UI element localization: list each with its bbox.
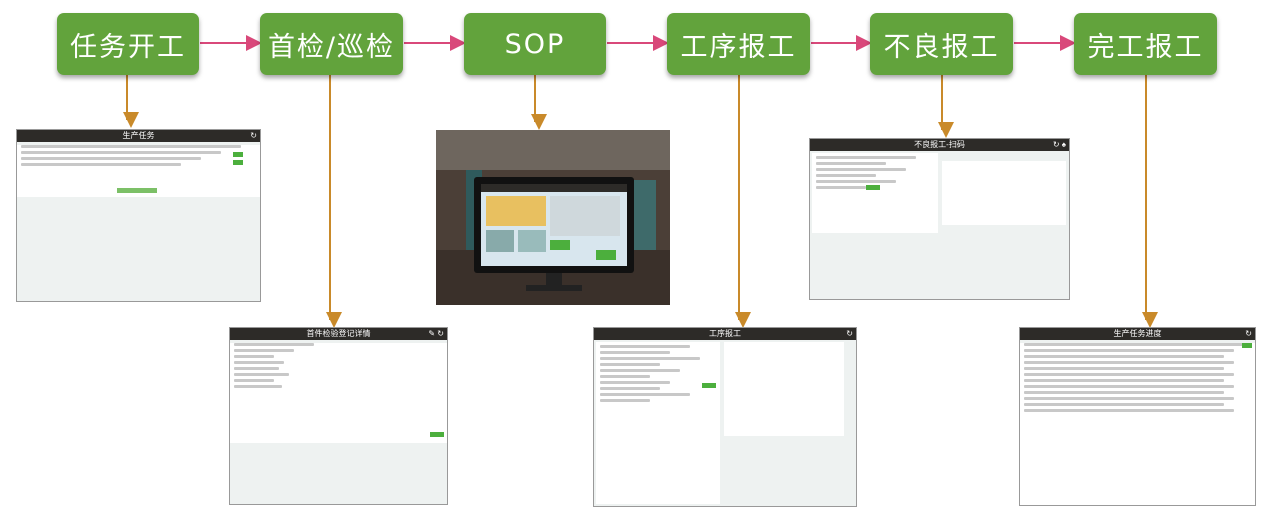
search-button[interactable] (1242, 343, 1252, 348)
defect-report-title: 不良报工-扫码 (914, 140, 965, 149)
step-task-start: 任务开工 (57, 13, 199, 75)
production-task-title: 生产任务 (122, 131, 155, 140)
select-button[interactable] (702, 383, 716, 388)
edit-icon: ✎ ↻ (428, 329, 444, 338)
progress-title-bar: 生产任务进度 ↻ (1020, 328, 1255, 340)
process-report-title-bar: 工序报工 ↻ (594, 328, 856, 340)
first-inspection-title: 首件检验登记详情 (306, 329, 371, 338)
progress-screen: 生产任务进度 ↻ (1019, 327, 1256, 506)
step-process-report: 工序报工 (667, 13, 810, 75)
process-report-screen: 工序报工 ↻ (593, 327, 857, 507)
progress-title: 生产任务进度 (1113, 329, 1162, 338)
production-task-title-bar: 生产任务 ↻ (17, 130, 260, 142)
process-report-title: 工序报工 (709, 329, 741, 338)
first-inspection-screen: 首件检验登记详情 ✎ ↻ (229, 327, 448, 505)
production-task-screen: 生产任务 ↻ (16, 129, 261, 302)
pagination[interactable] (117, 188, 157, 193)
refresh-icon: ↻ (250, 131, 257, 140)
start-button[interactable] (233, 152, 243, 157)
step-defect-report: 不良报工 (870, 13, 1013, 75)
step-completion-report: 完工报工 (1074, 13, 1217, 75)
defect-report-title-bar: 不良报工-扫码 ↻ ♠ (810, 139, 1069, 151)
view-button[interactable] (233, 160, 243, 165)
sop-monitor-photo (436, 130, 670, 305)
select-button[interactable] (866, 185, 880, 190)
first-inspection-title-bar: 首件检验登记详情 ✎ ↻ (230, 328, 447, 340)
refresh-icon: ↻ (846, 329, 853, 338)
step-inspection: 首检/巡检 (260, 13, 403, 75)
bell-icon: ↻ ♠ (1052, 140, 1066, 149)
submit-button[interactable] (430, 432, 444, 437)
defect-report-screen: 不良报工-扫码 ↻ ♠ (809, 138, 1070, 300)
sop-photo-illustration (436, 130, 670, 305)
refresh-icon: ↻ (1245, 329, 1252, 338)
step-sop: SOP (464, 13, 606, 75)
